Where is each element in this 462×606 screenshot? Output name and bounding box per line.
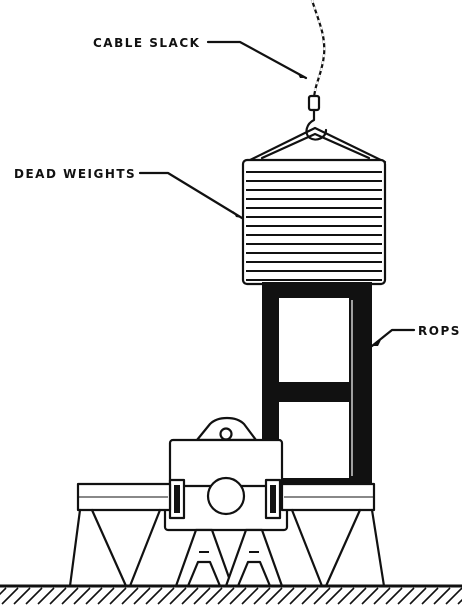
rops-frame bbox=[262, 282, 372, 488]
crane-hook bbox=[305, 94, 328, 141]
label-dead-weights: DEAD WEIGHTS bbox=[14, 167, 136, 181]
leader-rops bbox=[370, 328, 416, 348]
dead-weights-stack bbox=[241, 158, 387, 286]
ground-hatching bbox=[0, 584, 462, 605]
a-frame-stands bbox=[174, 528, 284, 588]
label-cable-slack: CABLE SLACK bbox=[93, 36, 200, 50]
lifting-sling bbox=[244, 126, 387, 164]
leader-dead-weights bbox=[138, 171, 244, 220]
cable bbox=[310, 0, 326, 102]
tractor-body bbox=[76, 416, 376, 532]
leader-cable-slack bbox=[206, 40, 308, 80]
label-rops: ROPS bbox=[418, 324, 461, 338]
support-legs bbox=[68, 508, 386, 588]
